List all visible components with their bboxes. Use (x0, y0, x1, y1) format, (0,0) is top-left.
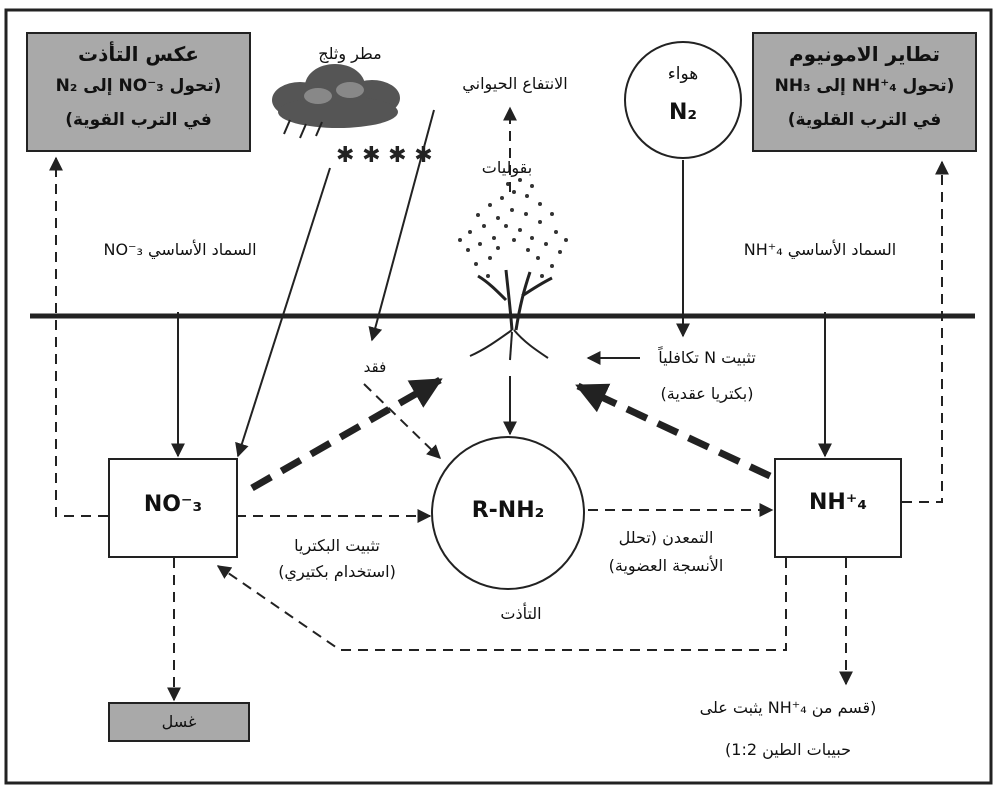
volatilization-line-3: في الترب القلوية) (787, 110, 942, 130)
mineralization-label: التمعدن (تحلل (618, 528, 714, 547)
ammonium-box (774, 458, 902, 558)
denitrification-line-3: في الترب القوية) (65, 110, 212, 130)
denitrification-title: عكس التأذت (78, 42, 199, 66)
bacterial-fixation-label: تثبيت البكتريا (294, 536, 380, 555)
organic-nitrogen-circle (431, 436, 585, 590)
dashed-arrows (49, 106, 949, 702)
outer-frame (4, 8, 993, 785)
rain-drops-icon (283, 119, 323, 139)
snowflake-icon: ✱ ✱ ✱ ✱ (336, 143, 433, 168)
denitrification-line-2: (تحول NO⁻₃ إلى N₂ (55, 76, 222, 96)
nitrification-label: التأذت (500, 604, 542, 623)
rain-snow-label: مطر وثلج (318, 44, 382, 63)
tree-icon (458, 178, 568, 278)
thick-dashed-arrows (250, 376, 772, 492)
legumes-label: بقوليات (481, 158, 533, 177)
air-circle (624, 41, 742, 159)
volatilization-title: تطاير الامونيوم (789, 42, 940, 66)
nodule-bacteria-label: (بكتريا عقدية) (660, 384, 754, 403)
animal-use-label: الانتفاع الحيواني (462, 74, 568, 93)
volatilization-line-2: (تحول NH⁺₄ إلى NH₃ (774, 76, 955, 96)
leaching-box: غسل (108, 702, 250, 742)
solid-arrows (171, 109, 832, 458)
ammonia-volatilization-box: تطاير الامونيوم (تحول NH⁺₄ إلى NH₃ في ال… (752, 32, 977, 152)
right-fertilizer-label: السماد الأساسي NH⁺₄ (743, 240, 897, 259)
denitrification-box: عكس التأذت (تحول NO⁻₃ إلى N₂ في الترب ال… (26, 32, 251, 152)
nitrate-formula: NO⁻₃ (143, 492, 203, 517)
leaching-label: غسل (161, 712, 197, 731)
air-label: هواء (667, 64, 699, 84)
cloud-icon (272, 64, 400, 128)
ammonium-formula: NH⁺₄ (808, 490, 868, 515)
organic-tissue-label: الأنسجة العضوية) (608, 556, 724, 575)
clay-fixation-label-2: حبيبات الطين 1:2) (725, 740, 851, 759)
air-n2-formula: N₂ (668, 100, 698, 125)
nitrate-box (108, 458, 238, 558)
organic-nitrogen-formula: R-NH₂ (471, 498, 545, 523)
symbiotic-fixation-label: تثبيت N تكافلياً (658, 348, 756, 367)
clay-fixation-label-1: (قسم من NH⁺₄ يثبت على (699, 698, 877, 717)
bacterial-use-label: (استخدام بكتيري) (278, 562, 396, 581)
loss-label: فقد (363, 358, 387, 376)
tree-trunk (469, 269, 553, 361)
left-fertilizer-label: السماد الأساسي NO⁻₃ (103, 240, 257, 259)
